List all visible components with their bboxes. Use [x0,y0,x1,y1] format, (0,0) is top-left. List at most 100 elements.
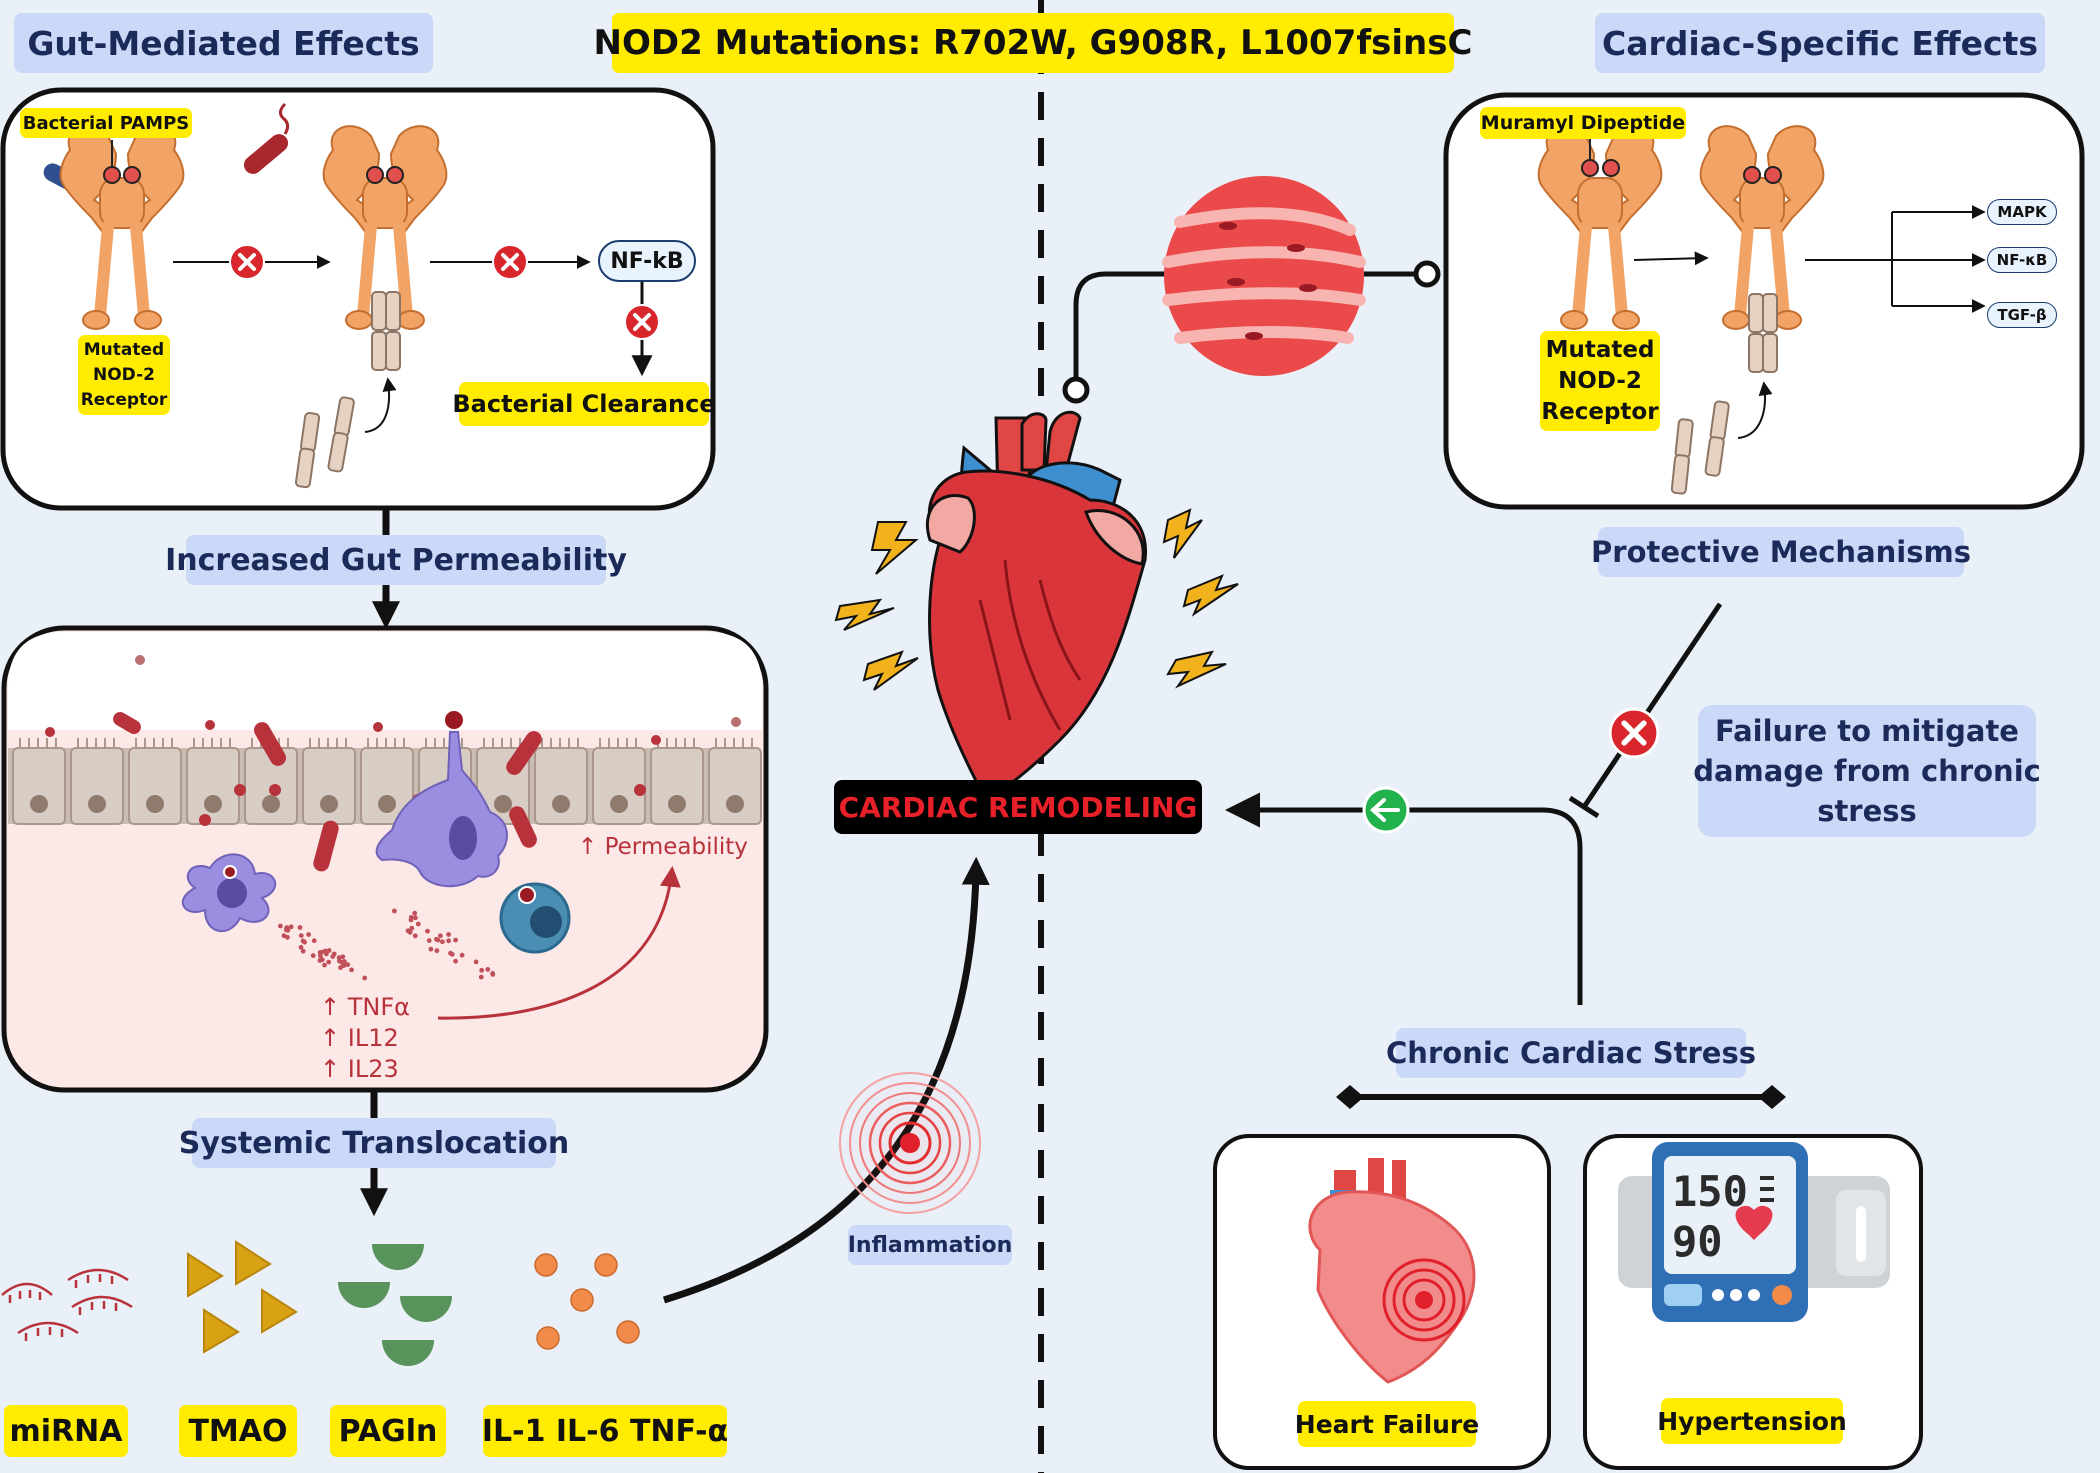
heart-icon [834,410,1239,803]
bp-systolic: 150 [1672,1167,1748,1216]
cytokine-particle [300,938,306,944]
stress-to-remodeling-arrow [1225,792,1583,1005]
receptor-line-2: NOD-2 [93,364,155,385]
cell-nucleus [726,795,744,813]
cytokine-particle [478,974,484,980]
cytokine-particle [428,946,434,952]
nfkb-node-cardiac: NF-κB [1987,247,2057,273]
chronic-cardiac-stress-label: Chronic Cardiac Stress [1386,1028,1756,1078]
muramyl-dipeptide-label: Muramyl Dipeptide [1480,107,1686,139]
cytokine-particle [415,921,421,927]
permeability-text: ↑ Permeability [578,834,748,860]
cardiomyocyte-tissue-icon [1162,176,1366,376]
receptor-line-3: Receptor [1541,398,1659,425]
increased-permeability-label: Increased Gut Permeability [165,535,627,585]
cytokines-label: IL-1 IL-6 TNF-α [482,1405,728,1457]
cytokine-particles [278,908,496,981]
receptor-line-3: Receptor [80,389,168,410]
cell-nucleus [610,795,628,813]
cytokine-particle [311,938,317,944]
failure-line-2: damage from chronic [1693,754,2041,788]
pagln-label: PAGln [330,1405,446,1457]
cytokine-dots-icon [534,1253,640,1350]
tmao-icon [187,1240,298,1354]
cytokine-tnfa: ↑ TNFα [320,992,410,1021]
failure-line-3: stress [1817,794,1917,828]
cytokine-particle [446,932,451,937]
cytokine-particle [341,962,347,968]
systemic-translocation-label: Systemic Translocation [179,1118,569,1168]
cell-nucleus [378,795,396,813]
inhibit-x-icon [623,303,661,341]
cytokine-particle [412,933,418,939]
cytokine-particle [300,948,306,954]
cytokine-particle [330,954,336,959]
cytokine-il23: ↑ IL23 [320,1054,399,1083]
permeability-arrow [437,865,681,1020]
cytokine-particle [322,962,327,968]
inhibition-line [1581,602,1723,809]
cytokine-particle [473,959,479,965]
cytokine-particle [440,939,445,945]
cell-nucleus [552,795,570,813]
cytokine-particle [412,910,418,916]
cell-nucleus [668,795,686,813]
receptor-line-1: Mutated [1545,336,1655,363]
gut-effects-title: Gut-Mediated Effects [14,13,433,73]
cytokine-particle [407,929,413,935]
cell-nucleus [262,795,280,813]
cell-nucleus [146,795,164,813]
inhibit-x-icon [491,243,529,281]
cytokine-particle [340,954,346,960]
inflammation-target-icon [834,1067,986,1219]
translocating-bacteria [45,655,741,872]
cytokine-particle [449,951,455,957]
dendritic-cell-icon [181,853,277,933]
failing-heart-icon [1308,1158,1476,1384]
mutated-receptor-label-cardiac: Mutated NOD-2 Receptor [1540,331,1660,431]
cytokine-particle [317,958,323,963]
heart-failure-label: Heart Failure [1295,1401,1479,1447]
cytokine-particle [345,962,351,967]
cytokine-particle [490,972,496,977]
cell-nucleus [320,795,338,813]
cytokine-particle [342,959,347,964]
failure-line-1: Failure to mitigate [1715,714,2019,748]
cytokine-particle [278,923,283,929]
cytokine-particle [326,948,332,953]
bacterial-clearance-label: Bacterial Clearance [452,382,716,426]
receptor-line-2: NOD-2 [1558,367,1642,394]
cytokine-particle [413,915,418,921]
mirna-icon [1,1268,133,1341]
failure-mitigate-label: Failure to mitigate damage from chronic … [1693,705,2041,837]
cytokine-particle [284,925,290,930]
cytokine-particle [446,938,451,944]
promote-arrow-icon [1362,786,1410,834]
cytokine-particle [337,958,342,964]
inhibit-x-icon [1610,709,1658,757]
mutated-receptor-label-gut: Mutated NOD-2 Receptor [78,335,170,415]
cytokine-particle [338,965,343,971]
macrophage-icon [375,731,508,888]
cell-nucleus [30,795,48,813]
bp-monitor-icon: 150 90 [1618,1142,1890,1322]
inhibit-x-icon [228,243,266,281]
bacterial-pamps-label: Bacterial PAMPS [20,108,192,138]
cytokine-particle [298,944,304,950]
cell-nucleus [494,795,512,813]
mapk-node: MAPK [1987,199,2057,225]
cytokine-particle [306,932,311,937]
cytokine-particle [326,959,332,965]
cytokine-particle [408,915,414,920]
cytokine-particle [409,925,415,931]
cytokine-particle [362,975,368,981]
mutations-title: NOD2 Mutations: R702W, G908R, L1007fsins… [594,13,1472,73]
cytokine-particle [349,967,354,973]
mirna-label: miRNA [4,1405,128,1457]
cytokine-particle [479,967,485,973]
cytokine-particle [453,937,458,943]
cytokine-particle [297,925,303,930]
cytokine-particle [426,938,432,943]
cardiac-remodeling-label: CARDIAC REMODELING [834,780,1202,834]
